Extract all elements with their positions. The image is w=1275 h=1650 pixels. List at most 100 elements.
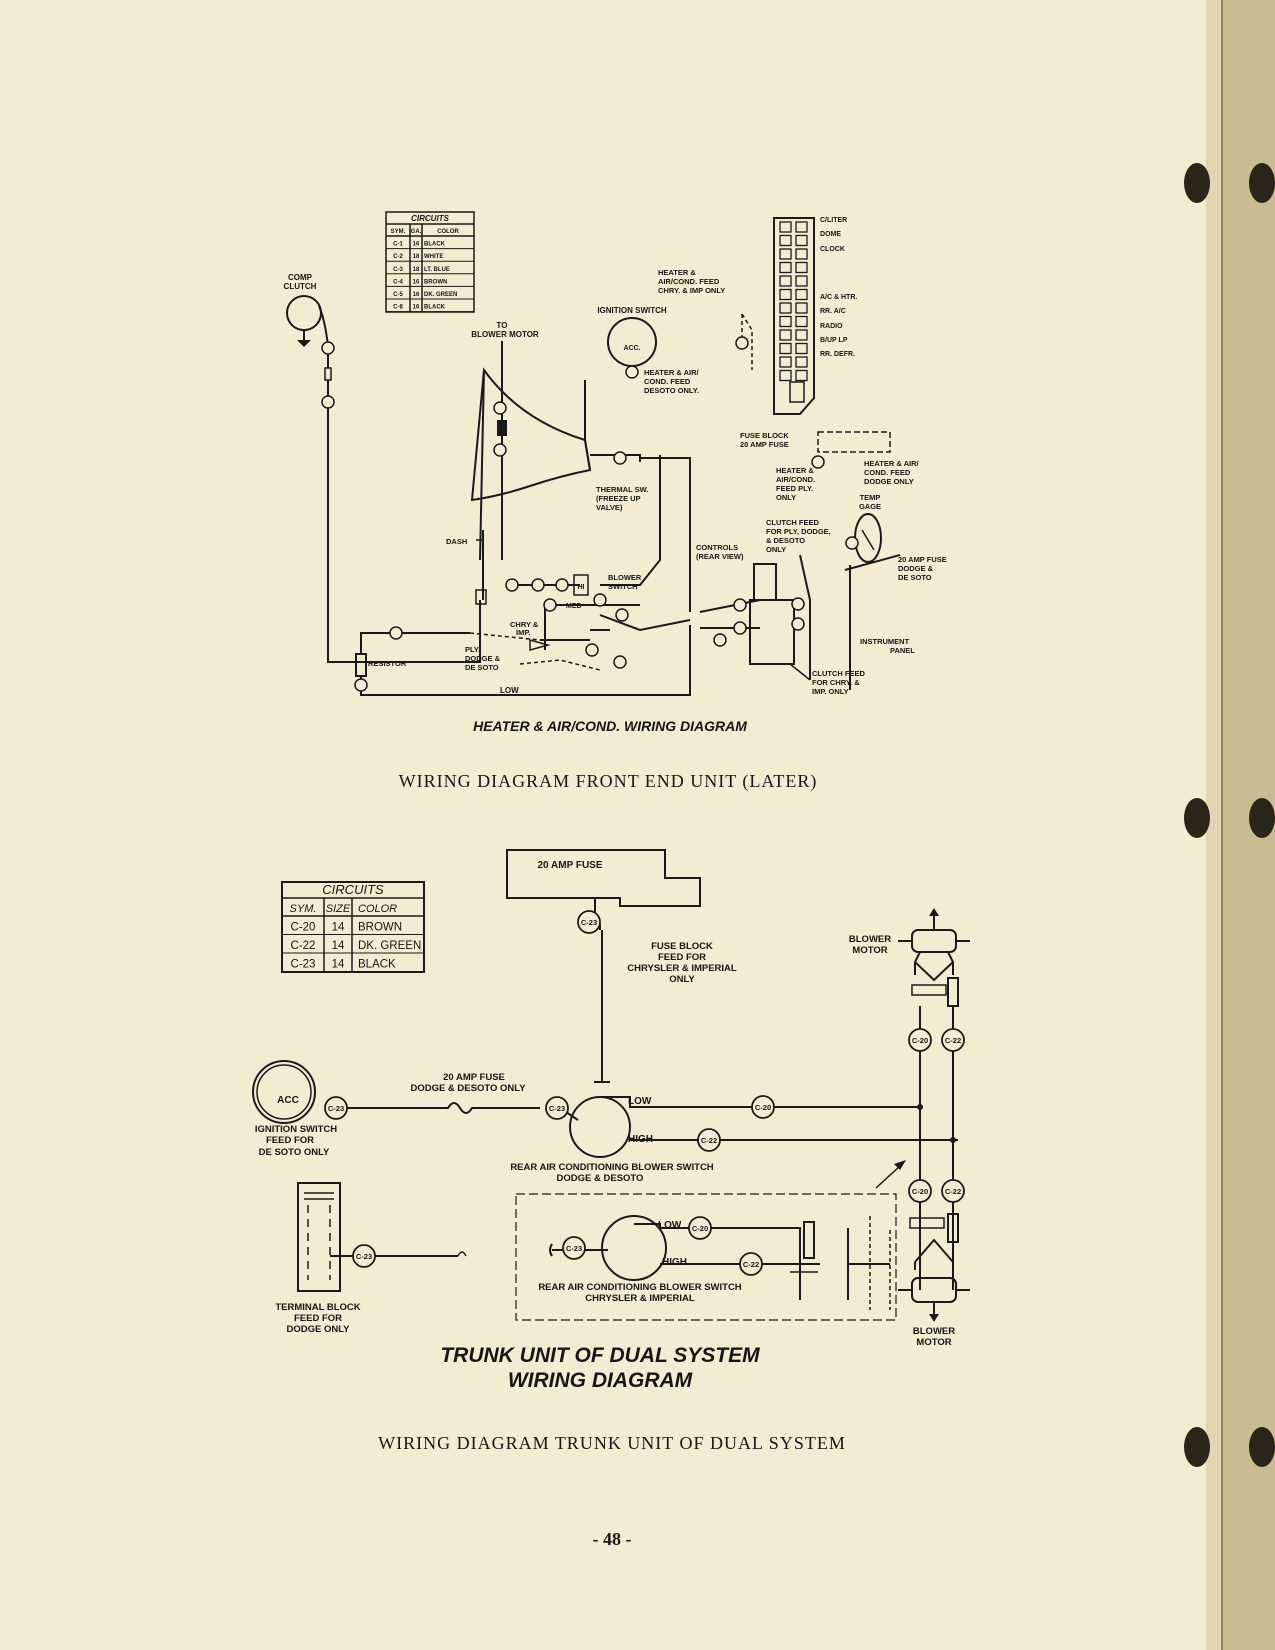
front-connector-nodes	[321, 336, 859, 692]
temp-gage-label: GAGE	[859, 502, 881, 511]
controls-label: CONTROLS	[696, 543, 738, 552]
ply-feed-label: HEATER &	[776, 466, 814, 475]
clutch-feed-chry-label: IMP. ONLY	[812, 687, 849, 696]
fuse-cell	[795, 234, 808, 247]
blower-motor-label: BLOWER	[913, 1326, 955, 1337]
terminal-block-label: FEED FOR	[294, 1313, 342, 1324]
chrysler-blower-switch	[601, 1215, 667, 1281]
med-label: MED	[566, 603, 582, 610]
dash-label: DASH	[446, 537, 467, 546]
to-blower-motor-label: BLOWER MOTOR	[471, 330, 539, 339]
clutch-feed-ply-label: & DESOTO	[766, 536, 805, 545]
fuse-circuit-label: B/UP LP	[820, 337, 848, 344]
fuse-block-feed-label: FEED FOR	[658, 952, 706, 963]
fuse-block-feed-label: ONLY	[669, 974, 695, 985]
clutch-feed-ply-label: FOR PLY, DODGE,	[766, 527, 831, 536]
clutch-feed-chry-label: CLUTCH FEED	[812, 669, 865, 678]
high-label: HIGH	[628, 1134, 653, 1145]
clutch-feed-ply-label: ONLY	[766, 545, 786, 554]
fuse-dodge-wire	[346, 1102, 540, 1114]
trunk-fuse-dodge-label: 20 AMP FUSE	[443, 1072, 505, 1083]
c23-node: C-23	[356, 1252, 372, 1261]
fuse-block-label: 20 AMP FUSE	[740, 440, 789, 449]
table-cell: LT. BLUE	[424, 267, 450, 273]
trunk-ignition-switch	[252, 1060, 316, 1124]
chrysler-switch-label: CHRYSLER & IMPERIAL	[585, 1293, 695, 1304]
acc-label: ACC	[277, 1095, 299, 1106]
fuse-cell	[795, 261, 808, 274]
fuse-cell	[795, 221, 808, 233]
fuse-block-feed-label: CHRYSLER & IMPERIAL	[627, 963, 737, 974]
paper-sheet	[0, 0, 1222, 1650]
table-cell: DK. GREEN	[424, 292, 457, 298]
blower-motor-label: MOTOR	[916, 1337, 951, 1348]
chry-imp-label: CHRY &	[510, 620, 539, 629]
ply-dodge-label: DODGE &	[465, 654, 501, 663]
front-table-header: COLOR	[437, 229, 459, 235]
ply-feed-label: ONLY	[776, 493, 796, 502]
table-cell: C-1	[393, 242, 403, 248]
trunk-fuse-dodge-label: DODGE & DESOTO ONLY	[410, 1083, 526, 1094]
table-cell: BLACK	[424, 305, 446, 311]
thermal-sw-label: (FREEZE UP	[596, 494, 641, 503]
ply-feed-label: FEED PLY.	[776, 484, 813, 493]
terminal-block-label: TERMINAL BLOCK	[275, 1302, 360, 1313]
chry-feed-label: HEATER &	[658, 268, 696, 277]
trunk-table-header: SIZE	[326, 903, 351, 915]
table-cell: C-3	[393, 267, 403, 273]
chrysler-switch-label: REAR AIR CONDITIONING BLOWER SWITCH	[538, 1282, 741, 1293]
table-cell: C-5	[393, 292, 403, 298]
table-cell: C-2	[393, 254, 403, 260]
trunk-caption: WIRING DIAGRAM TRUNK UNIT OF DUAL SYSTEM	[378, 1433, 846, 1453]
c23-node: C-23	[581, 918, 597, 927]
fuse20-label: 20 AMP FUSE	[898, 555, 947, 564]
ignition-feed-label: FEED FOR	[266, 1135, 314, 1146]
temp-gage-label: TEMP	[860, 493, 881, 502]
c22-node: C-22	[743, 1260, 759, 1269]
table-cell: 14	[332, 922, 345, 934]
blower-switch-label: BLOWER	[608, 573, 642, 582]
table-cell: C-22	[291, 940, 316, 952]
c22-node: C-22	[945, 1036, 961, 1045]
fuse-circuit-label: RR. A/C	[820, 308, 846, 315]
fuse-cell	[779, 342, 792, 355]
trunk-diagram-title: TRUNK UNIT OF DUAL SYSTEM	[440, 1344, 760, 1367]
instrument-panel-label: INSTRUMENT	[860, 637, 910, 646]
c20-node: C-20	[912, 1036, 928, 1045]
to-label: TO	[497, 321, 508, 330]
thermal-sw-label: THERMAL SW.	[596, 485, 648, 494]
table-cell: 16	[413, 305, 420, 311]
high-label: HIGH	[662, 1257, 687, 1268]
dodge-feed-label: HEATER & AIR/	[864, 459, 920, 468]
acc-label: ACC.	[623, 345, 640, 352]
dodge-fuse-box	[817, 431, 891, 453]
desoto-feed-label: DESOTO ONLY.	[644, 386, 699, 395]
fuse-circuit-label: A/C & HTR.	[820, 294, 857, 301]
fuse-cell	[779, 288, 792, 301]
chry-imp-label: IMP.	[516, 628, 530, 637]
resistor-label: RESISTOR	[368, 659, 407, 668]
ignition-feed-label: DE SOTO ONLY	[259, 1147, 330, 1158]
table-cell: BROWN	[358, 922, 402, 934]
dodge-switch-label: DODGE & DESOTO	[557, 1173, 644, 1184]
table-cell: C-23	[291, 959, 316, 971]
low-label: LOW	[658, 1220, 682, 1231]
instrument-panel-label: PANEL	[890, 646, 915, 655]
table-cell: 18	[413, 267, 420, 273]
thermal-sw-label: VALVE)	[596, 503, 623, 512]
blower-motor-label: MOTOR	[852, 945, 887, 956]
terminal-block-label: DODGE ONLY	[287, 1324, 351, 1335]
trunk-table-header: SYM.	[290, 903, 317, 915]
fuse-block-feed-label: FUSE BLOCK	[651, 941, 713, 952]
trunk-connector-nodes: C-23 C-23 C-23 C-20 C-22 C-20 C-22 C-20 …	[324, 910, 965, 1276]
fuse-circuit-label: DOME	[820, 231, 841, 238]
table-cell: 16	[413, 279, 420, 285]
fuse-cell	[795, 275, 808, 287]
blower-switch-label: SWITCH	[608, 582, 638, 591]
c22-node: C-22	[945, 1187, 961, 1196]
